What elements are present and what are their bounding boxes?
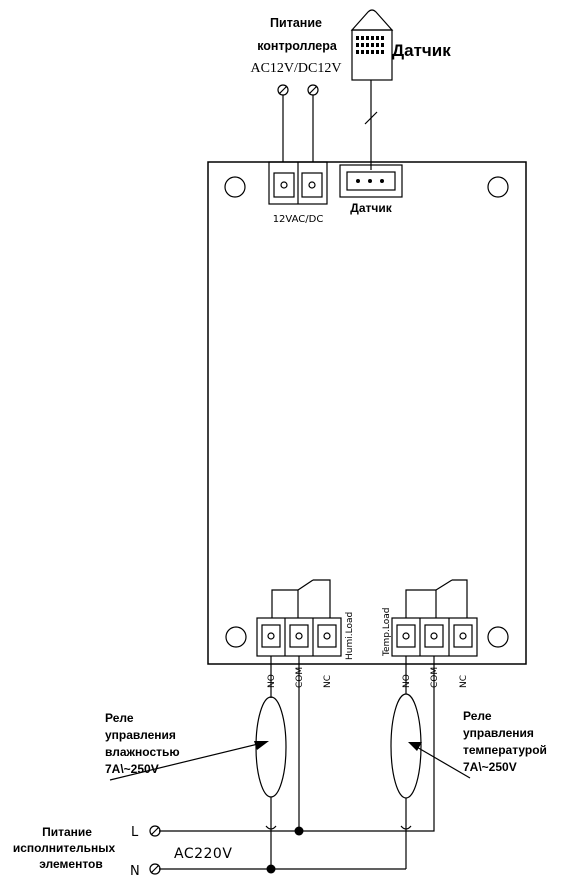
humidity-contact-no: NO <box>267 674 277 688</box>
humidity-contact-nc: NC <box>323 675 333 688</box>
humidity-relay-line1: Реле <box>105 711 134 725</box>
humidity-contact-com: COM <box>295 667 305 688</box>
supply-title-line2: исполнительных <box>13 841 116 855</box>
supply-title-line1: Питание <box>42 825 92 839</box>
controller-board <box>207 161 527 665</box>
supply-voltage: AC220V <box>174 846 232 862</box>
supply-terminals <box>149 825 161 875</box>
humidity-pointer-arrow <box>109 741 269 781</box>
controller-power-title-line2: контроллера <box>257 39 338 53</box>
mounting-hole-top-left <box>224 176 246 198</box>
temperature-contact-com: COM <box>430 667 440 688</box>
humidity-relay-terminal <box>256 579 342 657</box>
sensor-title: Датчик <box>392 41 451 60</box>
controller-power-voltage: AC12V/DC12V <box>250 61 341 76</box>
mounting-hole-top-right <box>487 176 509 198</box>
humidity-relay-line3: влажностью <box>105 745 180 759</box>
humidity-relay-rating: 7A\~250V <box>105 762 159 776</box>
sensor-probe <box>350 9 394 170</box>
temperature-terminal-label: Temp.Load <box>382 608 392 657</box>
temperature-relay-line2: управления <box>463 726 534 740</box>
temperature-relay-rating: 7A\~250V <box>463 760 517 774</box>
controller-power-title-line1: Питание <box>270 16 322 30</box>
sensor-connector <box>339 164 403 198</box>
temperature-contact-no: NO <box>402 674 412 688</box>
power-terminal-block <box>268 161 328 205</box>
temperature-relay-line3: температурой <box>463 743 547 757</box>
humidity-relay-line2: управления <box>105 728 176 742</box>
temperature-relay-terminal <box>391 579 478 657</box>
supply-l-label: L <box>131 825 139 840</box>
supply-title-line3: элементов <box>39 857 103 871</box>
temperature-contact-nc: NC <box>459 675 469 688</box>
temperature-pointer-arrow <box>408 742 471 779</box>
humidity-terminal-label: Humi.Load <box>345 612 355 660</box>
mounting-hole-bottom-left <box>225 626 247 648</box>
controller-power-input <box>277 84 319 162</box>
power-terminal-label: 12VAC/DC <box>273 214 324 225</box>
relay-wiring <box>159 656 435 874</box>
supply-n-label: N <box>130 864 140 879</box>
sensor-connector-label: Датчик <box>350 201 392 215</box>
mounting-hole-bottom-right <box>487 626 509 648</box>
temperature-relay-line1: Реле <box>463 709 492 723</box>
